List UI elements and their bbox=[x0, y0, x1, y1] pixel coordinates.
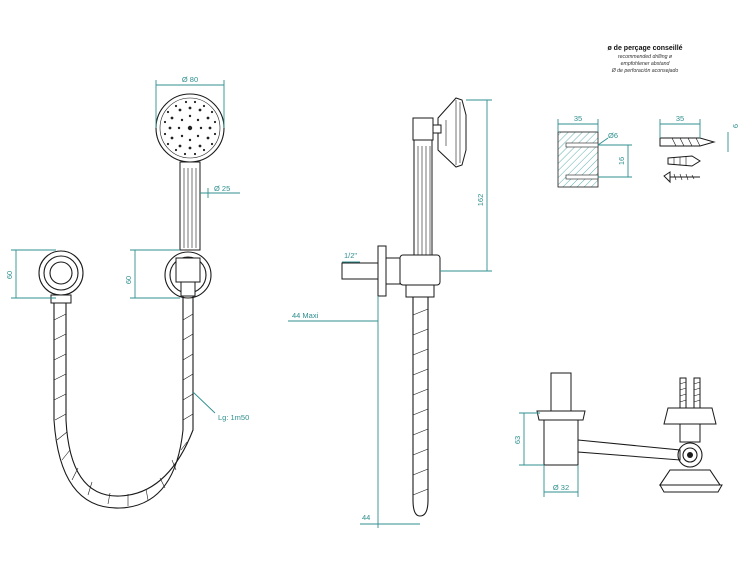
thread-label: 1/2" bbox=[344, 251, 357, 260]
height-63-label: 63 bbox=[513, 436, 522, 444]
side-view: 162 1/2" 44 Maxi 44 bbox=[288, 97, 492, 528]
mounting-assembly-view: 63 Ø 32 bbox=[513, 372, 723, 497]
drill-hole-bottom bbox=[565, 174, 599, 180]
inlet-pipe bbox=[550, 372, 572, 412]
note-line-de: empfohlener abstand bbox=[621, 61, 671, 67]
drill-bit bbox=[659, 137, 716, 147]
drill-hole-top bbox=[565, 142, 599, 148]
note-line-es: Ø de perforación aconsejado bbox=[611, 68, 679, 74]
ball-joint-outer bbox=[677, 442, 703, 468]
drill-spacing-label: 16 bbox=[617, 157, 626, 165]
head-side-ribs bbox=[445, 100, 461, 165]
shower-head-face bbox=[159, 97, 221, 159]
drill-width-a-label: 35 bbox=[574, 114, 582, 123]
ball-joint-center bbox=[687, 452, 693, 458]
wall-outlet-and-hose: 60 Lg: 1m50 bbox=[5, 249, 249, 509]
hose-outer bbox=[53, 296, 184, 509]
thread-pipe bbox=[341, 262, 379, 280]
bracket-body bbox=[679, 423, 701, 443]
handle-side-flutes bbox=[417, 146, 431, 256]
drill-bit-flutes bbox=[671, 137, 701, 147]
spray-head-base bbox=[659, 484, 723, 493]
hose-connector-top bbox=[50, 294, 72, 304]
ball-joint-inner bbox=[682, 447, 698, 463]
handle-side-body bbox=[413, 139, 433, 261]
head-diameter-label: Ø 80 bbox=[182, 75, 198, 84]
handle-body bbox=[179, 161, 201, 251]
max-projection-label: 44 Maxi bbox=[292, 311, 319, 320]
inlet-body bbox=[543, 419, 579, 466]
bracket-screws bbox=[679, 377, 701, 409]
note-line-en: recommended drilling ø bbox=[618, 54, 673, 60]
height-162-label: 162 bbox=[476, 194, 485, 207]
drill-hole-a-label: Ø6 bbox=[608, 131, 618, 140]
drilling-detail: 35 Ø6 16 35 6 bbox=[557, 114, 740, 188]
handle-cap bbox=[412, 117, 434, 141]
wall-outlet-mid bbox=[43, 255, 79, 291]
base-diameter-label: Ø 32 bbox=[553, 483, 569, 492]
screw-thread bbox=[673, 173, 695, 181]
drill-hole-b-label: 6 bbox=[731, 124, 740, 128]
drill-width-b-label: 35 bbox=[676, 114, 684, 123]
hose-length-label: Lg: 1m50 bbox=[218, 413, 249, 422]
handle-neck bbox=[432, 124, 442, 134]
spray-holes bbox=[163, 100, 217, 156]
holder-ring-outer bbox=[164, 251, 212, 299]
outlet-height-label: 60 bbox=[5, 271, 14, 279]
head-side-profile bbox=[437, 97, 467, 168]
hose-side-windings bbox=[412, 308, 429, 496]
connecting-arm bbox=[577, 439, 681, 461]
handle-flutes bbox=[183, 168, 197, 248]
wall-plug-ribs bbox=[673, 157, 687, 165]
screw-head bbox=[663, 171, 671, 184]
hose-inner bbox=[65, 296, 194, 497]
holder-cone bbox=[180, 281, 196, 297]
hose-nut bbox=[405, 284, 435, 298]
hose-windings bbox=[53, 313, 194, 506]
wall-plug bbox=[667, 155, 701, 167]
bracket-plate bbox=[663, 407, 717, 425]
drilling-note: ø de perçage conseillé recommended drill… bbox=[607, 45, 682, 74]
holder-arm bbox=[385, 257, 401, 285]
wall-outlet-outer bbox=[38, 250, 84, 296]
hose-side bbox=[412, 297, 429, 517]
hand-shower-front-view: Ø 80 Ø 25 60 bbox=[124, 75, 240, 299]
bottom-44-label: 44 bbox=[362, 513, 370, 522]
note-title: ø de perçage conseillé bbox=[607, 45, 682, 52]
holder-clip bbox=[175, 257, 201, 283]
handle-diameter-label: Ø 25 bbox=[214, 184, 230, 193]
holder-body bbox=[399, 254, 441, 286]
wall-plate bbox=[377, 245, 387, 297]
spray-head-body bbox=[658, 469, 722, 486]
holder-height-label: 60 bbox=[124, 276, 133, 284]
inlet-flange bbox=[536, 410, 586, 421]
hose-length-leader bbox=[192, 391, 216, 414]
wall-outlet-inner bbox=[49, 261, 73, 285]
